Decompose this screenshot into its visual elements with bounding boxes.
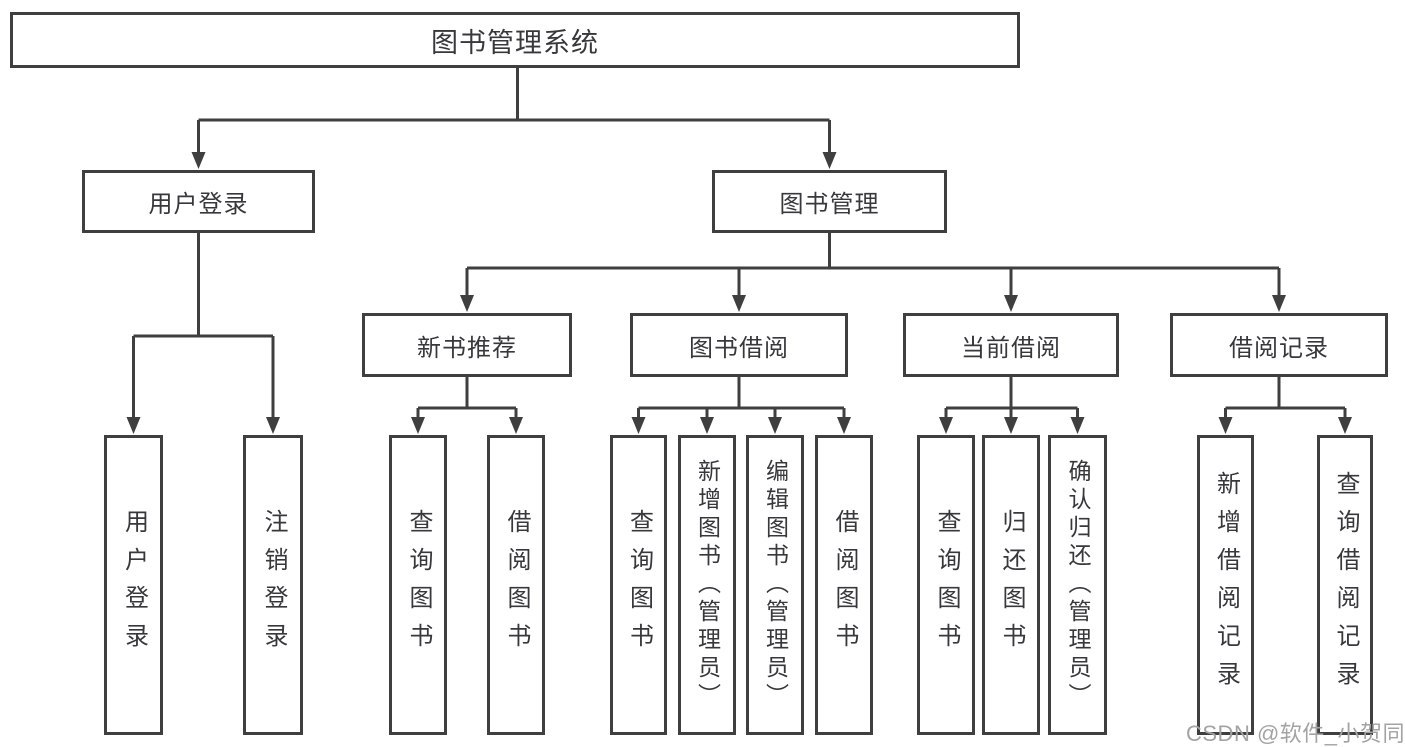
node-current-borrow-label: 当前借阅 <box>961 334 1061 362</box>
leaf-br-add-record: 新增借阅记录 <box>1197 435 1254 735</box>
leaf-bb-borrow-books: 借阅图书 <box>815 435 873 735</box>
leaf-bb-query-books-label: 查询图书 <box>625 509 653 661</box>
node-borrow-records: 借阅记录 <box>1170 313 1388 377</box>
node-user-login-label: 用户登录 <box>148 191 249 218</box>
leaf-bb-add-books-admin-label: 新增图书（管理员） <box>694 459 721 711</box>
leaf-nbr-query-books-label: 查询图书 <box>405 509 432 661</box>
node-root: 图书管理系统 <box>10 12 1020 68</box>
leaf-nbr-borrow-books: 借阅图书 <box>487 435 545 735</box>
node-new-book-recommend-label: 新书推荐 <box>417 334 517 362</box>
leaf-nbr-query-books: 查询图书 <box>389 435 447 735</box>
leaf-cb-return-books-label: 归还图书 <box>998 509 1025 661</box>
leaf-br-query-record: 查询借阅记录 <box>1317 435 1373 735</box>
leaf-bb-edit-books-admin-label: 编辑图书（管理员） <box>762 459 789 711</box>
node-root-label: 图书管理系统 <box>431 27 599 58</box>
node-borrow-records-label: 借阅记录 <box>1229 334 1329 362</box>
leaf-nbr-borrow-books-label: 借阅图书 <box>503 509 530 661</box>
node-user-login: 用户登录 <box>82 170 315 233</box>
leaf-cb-query-books-label: 查询图书 <box>933 509 960 661</box>
node-book-management: 图书管理 <box>712 170 947 233</box>
node-book-borrow: 图书借阅 <box>630 313 848 377</box>
leaf-logout-label: 注销登录 <box>260 509 287 661</box>
leaf-br-query-record-label: 查询借阅记录 <box>1332 471 1359 699</box>
leaf-logout: 注销登录 <box>243 435 303 735</box>
leaf-bb-borrow-books-label: 借阅图书 <box>831 509 858 661</box>
node-book-borrow-label: 图书借阅 <box>689 334 789 362</box>
leaf-bb-add-books-admin: 新增图书（管理员） <box>678 435 736 735</box>
csdn-watermark: CSDN @软件_小贺同学 <box>1186 721 1405 746</box>
leaf-cb-query-books: 查询图书 <box>917 435 975 735</box>
leaf-cb-confirm-return-admin-label: 确认归还（管理员） <box>1065 459 1091 711</box>
leaf-cb-return-books: 归还图书 <box>982 435 1040 735</box>
leaf-cb-confirm-return-admin: 确认归还（管理员） <box>1048 435 1107 735</box>
node-book-management-label: 图书管理 <box>779 191 880 218</box>
leaf-bb-query-books: 查询图书 <box>610 435 667 735</box>
node-current-borrow: 当前借阅 <box>903 313 1119 377</box>
leaf-bb-edit-books-admin: 编辑图书（管理员） <box>746 435 804 735</box>
leaf-user-login: 用户登录 <box>104 435 163 735</box>
leaf-user-login-label: 用户登录 <box>120 509 148 661</box>
leaf-br-add-record-label: 新增借阅记录 <box>1212 471 1240 699</box>
node-new-book-recommend: 新书推荐 <box>362 313 572 377</box>
arrowheads <box>126 152 1352 434</box>
